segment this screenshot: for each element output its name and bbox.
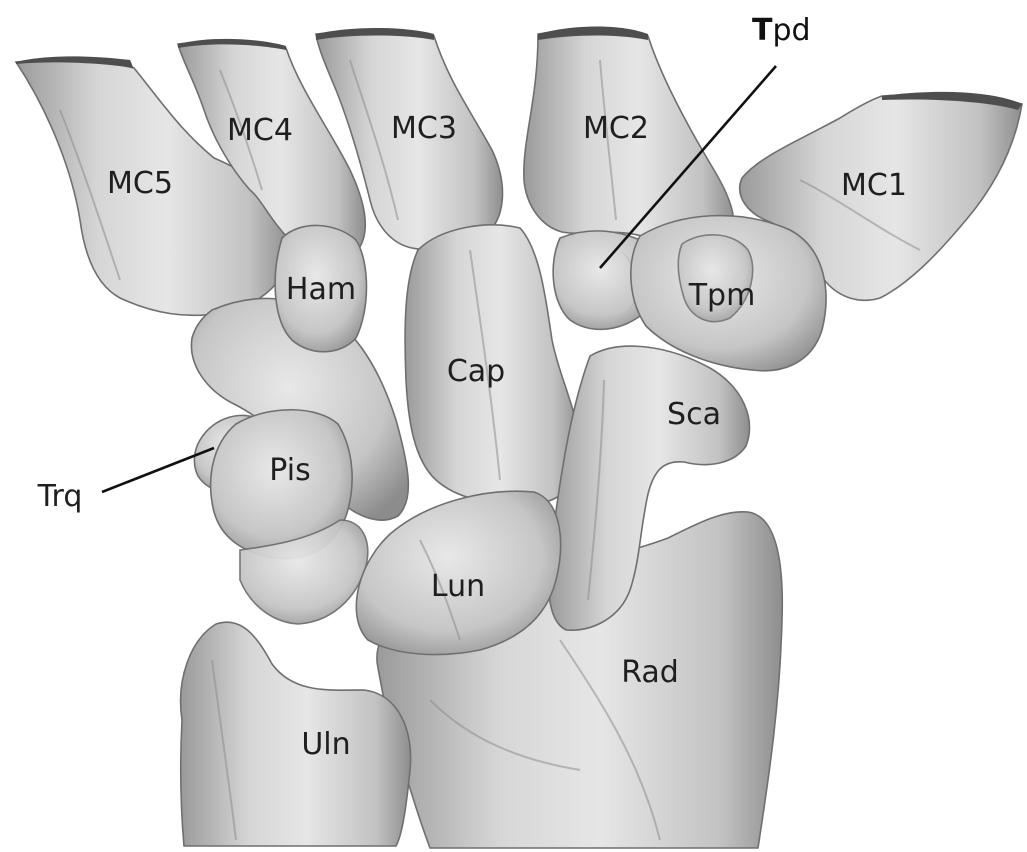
label-trq: Trq — [37, 479, 83, 514]
label-tpm: Tpm — [688, 278, 756, 313]
label-lun: Lun — [431, 569, 485, 604]
ulna-bone — [181, 622, 411, 846]
label-tpd-bold: T — [752, 13, 773, 48]
label-tpd-rest: pd — [772, 13, 810, 48]
label-tpd: Tpd — [752, 13, 811, 48]
label-rad: Rad — [621, 655, 679, 690]
label-mc5: MC5 — [107, 166, 173, 201]
label-uln: Uln — [301, 727, 350, 762]
label-mc4: MC4 — [227, 113, 293, 148]
label-sca: Sca — [667, 397, 721, 432]
label-cap: Cap — [447, 354, 505, 389]
label-mc1: MC1 — [841, 168, 907, 203]
label-mc3: MC3 — [391, 111, 457, 146]
label-ham: Ham — [286, 272, 356, 307]
label-mc2: MC2 — [583, 111, 649, 146]
label-pis: Pis — [269, 453, 310, 488]
pisiform-bone — [211, 410, 368, 624]
